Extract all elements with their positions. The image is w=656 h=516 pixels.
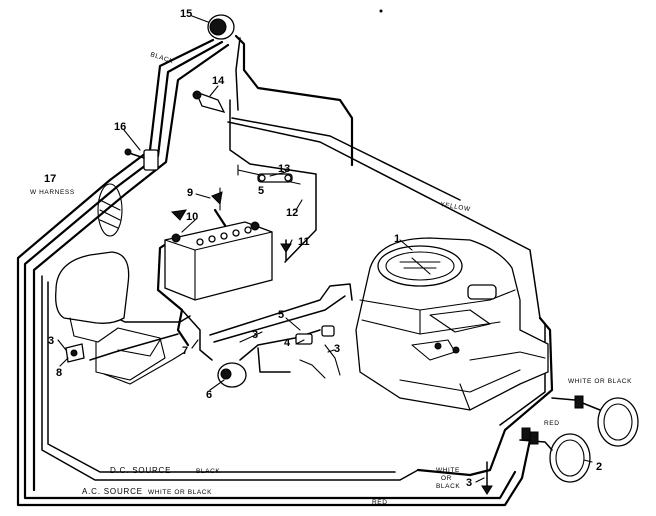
label-white-bottom: WHITE <box>436 467 460 474</box>
callout-12: 12 <box>286 207 298 219</box>
label-white-or-black-right: WHITE OR BLACK <box>568 378 632 385</box>
callout-5a: 5 <box>258 185 264 197</box>
headlights <box>519 395 639 483</box>
callout-11: 11 <box>298 236 310 248</box>
seat-and-frame <box>55 251 186 385</box>
print-speck <box>379 9 383 13</box>
callout-16: 16 <box>114 121 126 133</box>
callout-3b: 3 <box>334 343 340 355</box>
wire-labels: BLACK W HARNESS YELLOW WHITE OR BLACK RE… <box>30 51 632 506</box>
component-9-clip <box>170 191 223 221</box>
engine <box>355 237 549 411</box>
callout-10: 10 <box>186 211 198 223</box>
component-17-harness <box>97 183 123 237</box>
callout-15: 15 <box>180 8 192 20</box>
callout-5b: 5 <box>278 309 284 321</box>
callout-2: 2 <box>596 461 602 473</box>
label-black-bottom: BLACK <box>436 483 460 490</box>
label-or-bottom: OR <box>441 475 452 482</box>
component-13-fuse-holder <box>257 173 293 183</box>
wire-harness-loops <box>16 38 554 507</box>
callout-9: 9 <box>187 187 193 199</box>
callout-3c: 3 <box>48 335 54 347</box>
label-dc-source: D.C. SOURCE <box>110 466 171 475</box>
callout-7: 7 <box>182 345 188 357</box>
component-8-seat-switch <box>65 343 85 363</box>
label-harness: W HARNESS <box>30 189 75 196</box>
label-black-top: BLACK <box>149 51 174 65</box>
callout-3d: 3 <box>466 477 472 489</box>
battery <box>164 221 273 301</box>
callout-3a: 3 <box>252 329 258 341</box>
callout-numbers: 15 14 16 17 13 5 9 12 10 11 1 5 3 4 3 7 … <box>44 8 602 489</box>
callout-4: 4 <box>284 337 291 349</box>
callout-1: 1 <box>394 233 400 245</box>
callout-leaders <box>57 15 593 483</box>
component-14-ignition-switch <box>192 90 226 114</box>
callout-6: 6 <box>206 389 212 401</box>
label-ac-source: A.C. SOURCE <box>82 487 143 496</box>
component-6-solenoid <box>217 362 247 388</box>
callout-14: 14 <box>212 75 225 87</box>
component-3-ground-bottom <box>481 461 493 495</box>
label-red-bottom: RED <box>372 499 388 506</box>
label-red-right: RED <box>544 420 560 427</box>
component-16-light-switch <box>124 148 159 171</box>
callout-17: 17 <box>44 173 56 185</box>
callout-13: 13 <box>278 163 290 175</box>
label-ac-white-or-black: WHITE OR BLACK <box>148 489 212 496</box>
label-dc-black: BLACK <box>196 468 220 475</box>
callout-8: 8 <box>56 367 62 379</box>
component-15-ammeter <box>207 14 235 40</box>
